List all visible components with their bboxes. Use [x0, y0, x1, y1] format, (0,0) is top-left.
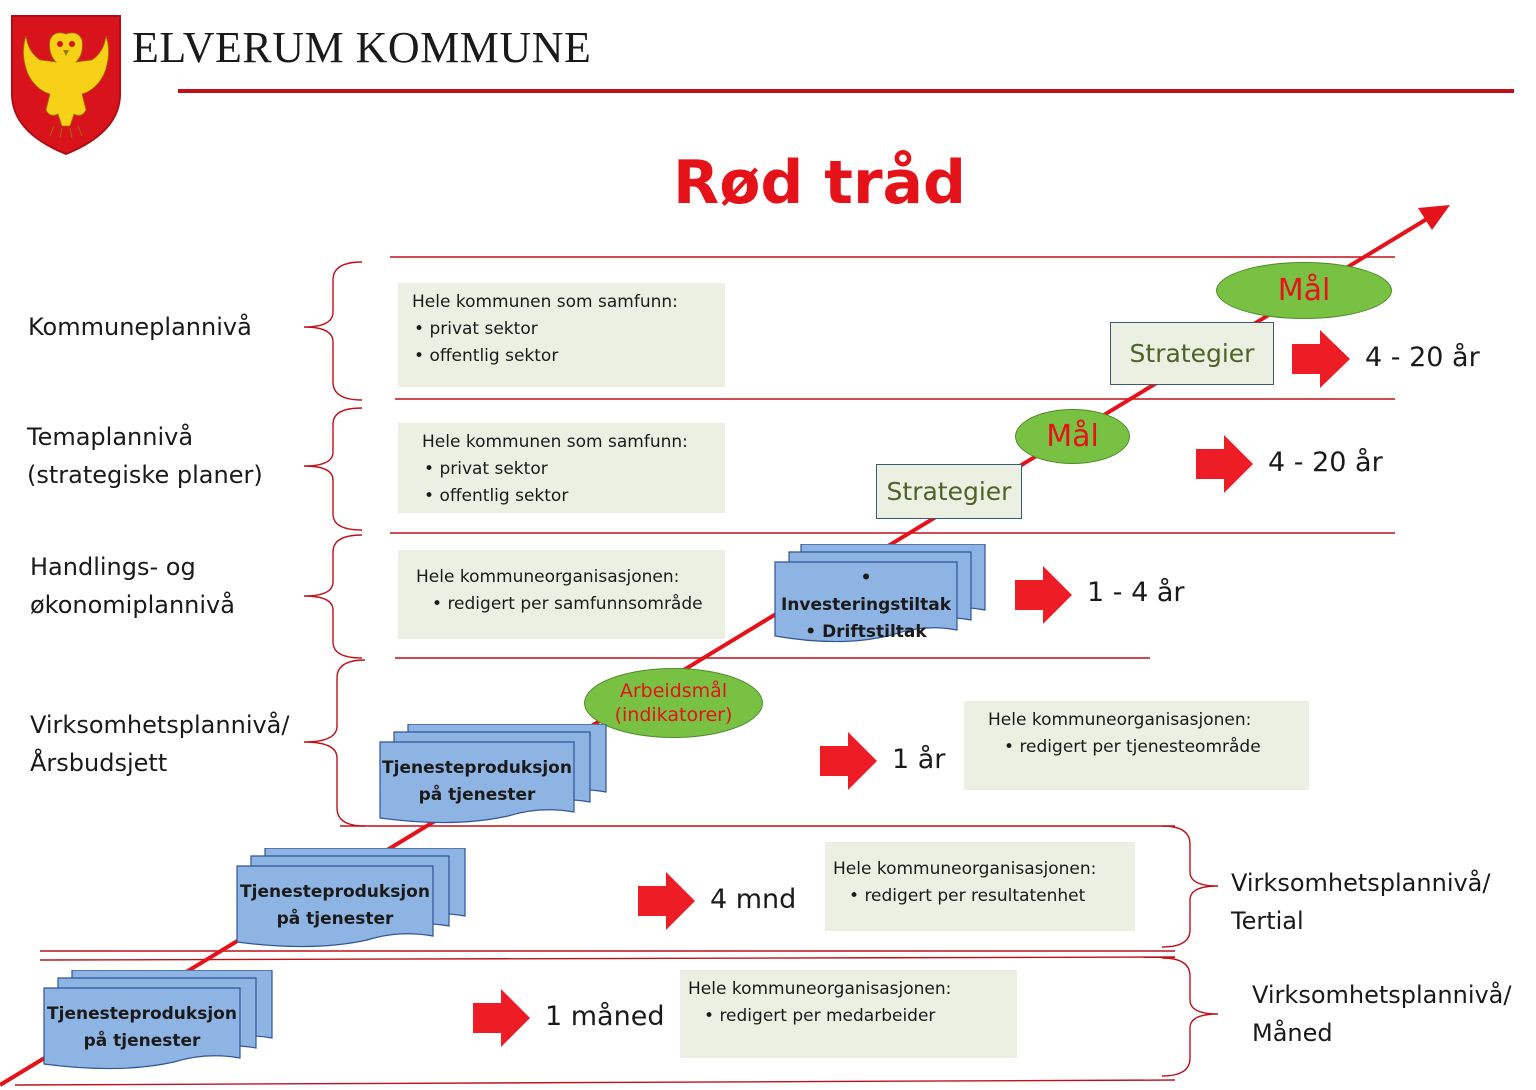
list-item: privat sektor: [424, 456, 711, 483]
document-stack-maned: Tjenesteproduksjon på tjenester: [42, 970, 274, 1074]
goal-ellipse-temaplan: Mål: [1015, 409, 1130, 464]
work-goal-ellipse: Arbeidsmål (indikatorer): [584, 668, 763, 738]
period-arrow-2: [1196, 435, 1253, 493]
period-arrow-4: [820, 732, 877, 790]
list-item: redigert per samfunnsområde: [432, 591, 711, 618]
info-box-tertial: Hele kommuneorganisasjonen: redigert per…: [825, 842, 1135, 931]
info-box-kommuneplan: Hele kommunen som samfunn: privat sektor…: [398, 283, 725, 387]
info-box-maned: Hele kommuneorganisasjonen: redigert per…: [680, 970, 1017, 1058]
level-separators: [14, 256, 1395, 1086]
level-label-arsbudsjett: Virksomhetsplannivå/ Årsbudsjett: [30, 711, 290, 777]
document-stack-shape: [43, 970, 273, 1070]
period-arrows: [473, 330, 1350, 1047]
list-item: privat sektor: [414, 316, 711, 343]
document-stack-tiltak: • Investeringstiltak • Driftstiltak: [773, 544, 987, 648]
strategy-box-kommuneplan: Strategier: [1110, 322, 1274, 385]
period-arrow-5: [638, 872, 695, 930]
period-label-1: 4 - 20 år: [1365, 342, 1480, 373]
coat-of-arms-logo: [11, 15, 121, 156]
list-item: redigert per tjenesteområde: [1004, 734, 1295, 761]
level-label-temaplan: Temaplannivå (strategiske planer): [27, 423, 263, 489]
period-arrow-3: [1015, 566, 1072, 624]
strategy-box-temaplan: Strategier: [876, 464, 1022, 519]
info-box-arsbudsjett: Hele kommuneorganisasjonen: redigert per…: [964, 701, 1309, 790]
document-stack-arsbudsjett: Tjenesteproduksjon på tjenester: [378, 724, 608, 828]
period-label-5: 4 mnd: [710, 884, 797, 915]
goal-ellipse-kommuneplan: Mål: [1216, 262, 1392, 319]
period-label-3: 1 - 4 år: [1087, 577, 1185, 608]
list-item: redigert per medarbeider: [704, 1003, 1003, 1030]
page-title: Rød tråd: [673, 148, 966, 218]
period-arrow-6: [473, 989, 530, 1047]
period-label-4: 1 år: [892, 744, 946, 775]
org-name: ELVERUM KOMMUNE: [132, 23, 592, 72]
info-box-handlingsplan: Hele kommuneorganisasjonen: redigert per…: [398, 550, 725, 639]
list-item: offentlig sektor: [414, 343, 711, 370]
left-braces: [303, 261, 366, 827]
list-item: offentlig sektor: [424, 483, 711, 510]
period-arrow-1: [1292, 330, 1350, 388]
level-label-tertial: Virksomhetsplannivå/ Tertial: [1231, 869, 1491, 935]
period-label-6: 1 måned: [545, 1001, 665, 1032]
red-thread-arrowhead: [1418, 205, 1450, 230]
document-stack-shape: [236, 848, 466, 948]
document-stack-tertial: Tjenesteproduksjon på tjenester: [235, 848, 467, 952]
level-label-maned: Virksomhetsplannivå/ Måned: [1252, 981, 1512, 1047]
document-stack-shape: [774, 544, 986, 643]
document-stack-shape: [379, 724, 607, 824]
info-box-temaplan: Hele kommunen som samfunn: privat sektor…: [398, 423, 725, 513]
level-label-handlingsplan: Handlings- og økonomiplannivå: [30, 553, 235, 619]
list-item: redigert per resultatenhet: [849, 883, 1121, 910]
right-braces: [1161, 825, 1219, 1077]
period-label-2: 4 - 20 år: [1268, 447, 1383, 478]
level-label-kommuneplan: Kommuneplannivå: [28, 313, 252, 341]
